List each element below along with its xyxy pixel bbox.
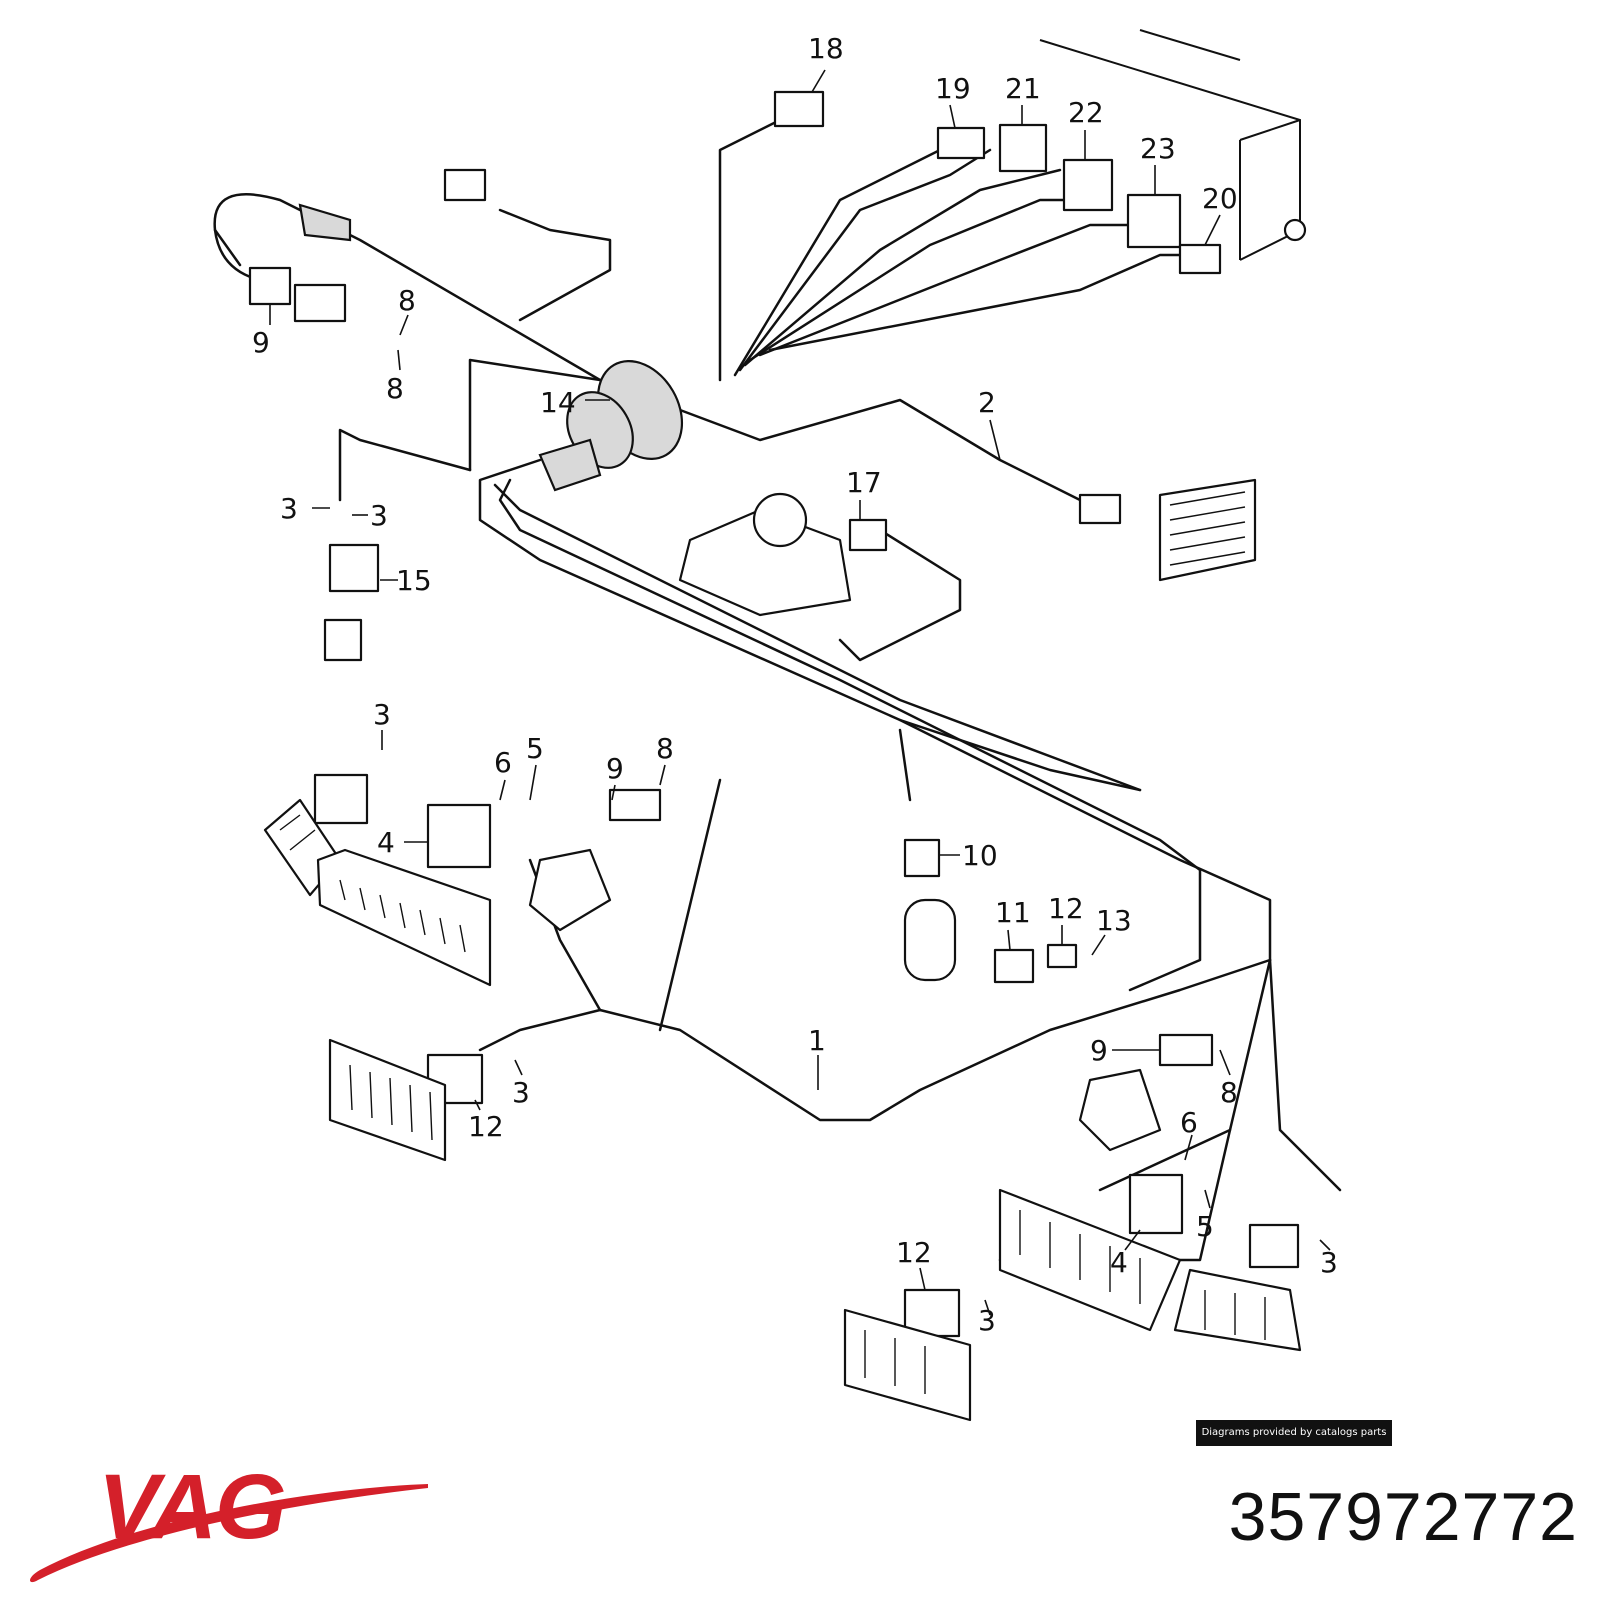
callout-12: 12 <box>896 1236 932 1269</box>
callout-10: 10 <box>962 839 998 872</box>
callout-9: 9 <box>1090 1034 1108 1067</box>
callout-3: 3 <box>978 1304 996 1337</box>
vag-logo: VAG <box>18 1440 458 1590</box>
callout-15: 15 <box>396 564 432 597</box>
callout-1: 1 <box>808 1024 826 1057</box>
callout-13: 13 <box>1096 904 1132 937</box>
callout-3: 3 <box>512 1076 530 1109</box>
callout-12: 12 <box>1048 892 1084 925</box>
callout-14: 14 <box>540 386 576 419</box>
callout-22: 22 <box>1068 96 1104 129</box>
callout-5: 5 <box>1196 1210 1214 1243</box>
callout-3: 3 <box>370 499 388 532</box>
callout-8: 8 <box>398 284 416 317</box>
callout-5: 5 <box>526 732 544 765</box>
callout-11: 11 <box>995 896 1031 929</box>
callout-4: 4 <box>377 826 395 859</box>
callout-3: 3 <box>280 492 298 525</box>
wire-bundle <box>213 118 1342 1262</box>
callout-8: 8 <box>1220 1076 1238 1109</box>
callout-21: 21 <box>1005 72 1041 105</box>
callout-23: 23 <box>1140 132 1176 165</box>
callout-3: 3 <box>373 698 391 731</box>
callout-19: 19 <box>935 72 971 105</box>
leader-lines <box>269 69 1331 1316</box>
grommet <box>298 203 684 492</box>
callout-9: 9 <box>252 326 270 359</box>
callout-3: 3 <box>1320 1246 1338 1279</box>
part-number: 357972772 <box>1228 1479 1578 1555</box>
callout-6: 6 <box>494 746 512 779</box>
lamps <box>263 478 1302 1422</box>
callout-4: 4 <box>1110 1246 1128 1279</box>
callout-labels: 18 19 21 22 23 20 9 8 8 14 2 17 3 3 15 3… <box>252 32 1338 1337</box>
callout-17: 17 <box>846 466 882 499</box>
callout-8: 8 <box>656 732 674 765</box>
logo-text: VAG <box>98 1456 285 1558</box>
callout-2: 2 <box>978 386 996 419</box>
diagram-credit: Diagrams provided by catalogs parts <box>1196 1420 1392 1446</box>
callout-9: 9 <box>606 752 624 785</box>
callout-12: 12 <box>468 1110 504 1143</box>
callout-20: 20 <box>1202 182 1238 215</box>
connectors <box>248 90 1300 1338</box>
callout-18: 18 <box>808 32 844 65</box>
relay-box <box>1039 29 1307 261</box>
callout-6: 6 <box>1180 1106 1198 1139</box>
callout-8: 8 <box>386 372 404 405</box>
